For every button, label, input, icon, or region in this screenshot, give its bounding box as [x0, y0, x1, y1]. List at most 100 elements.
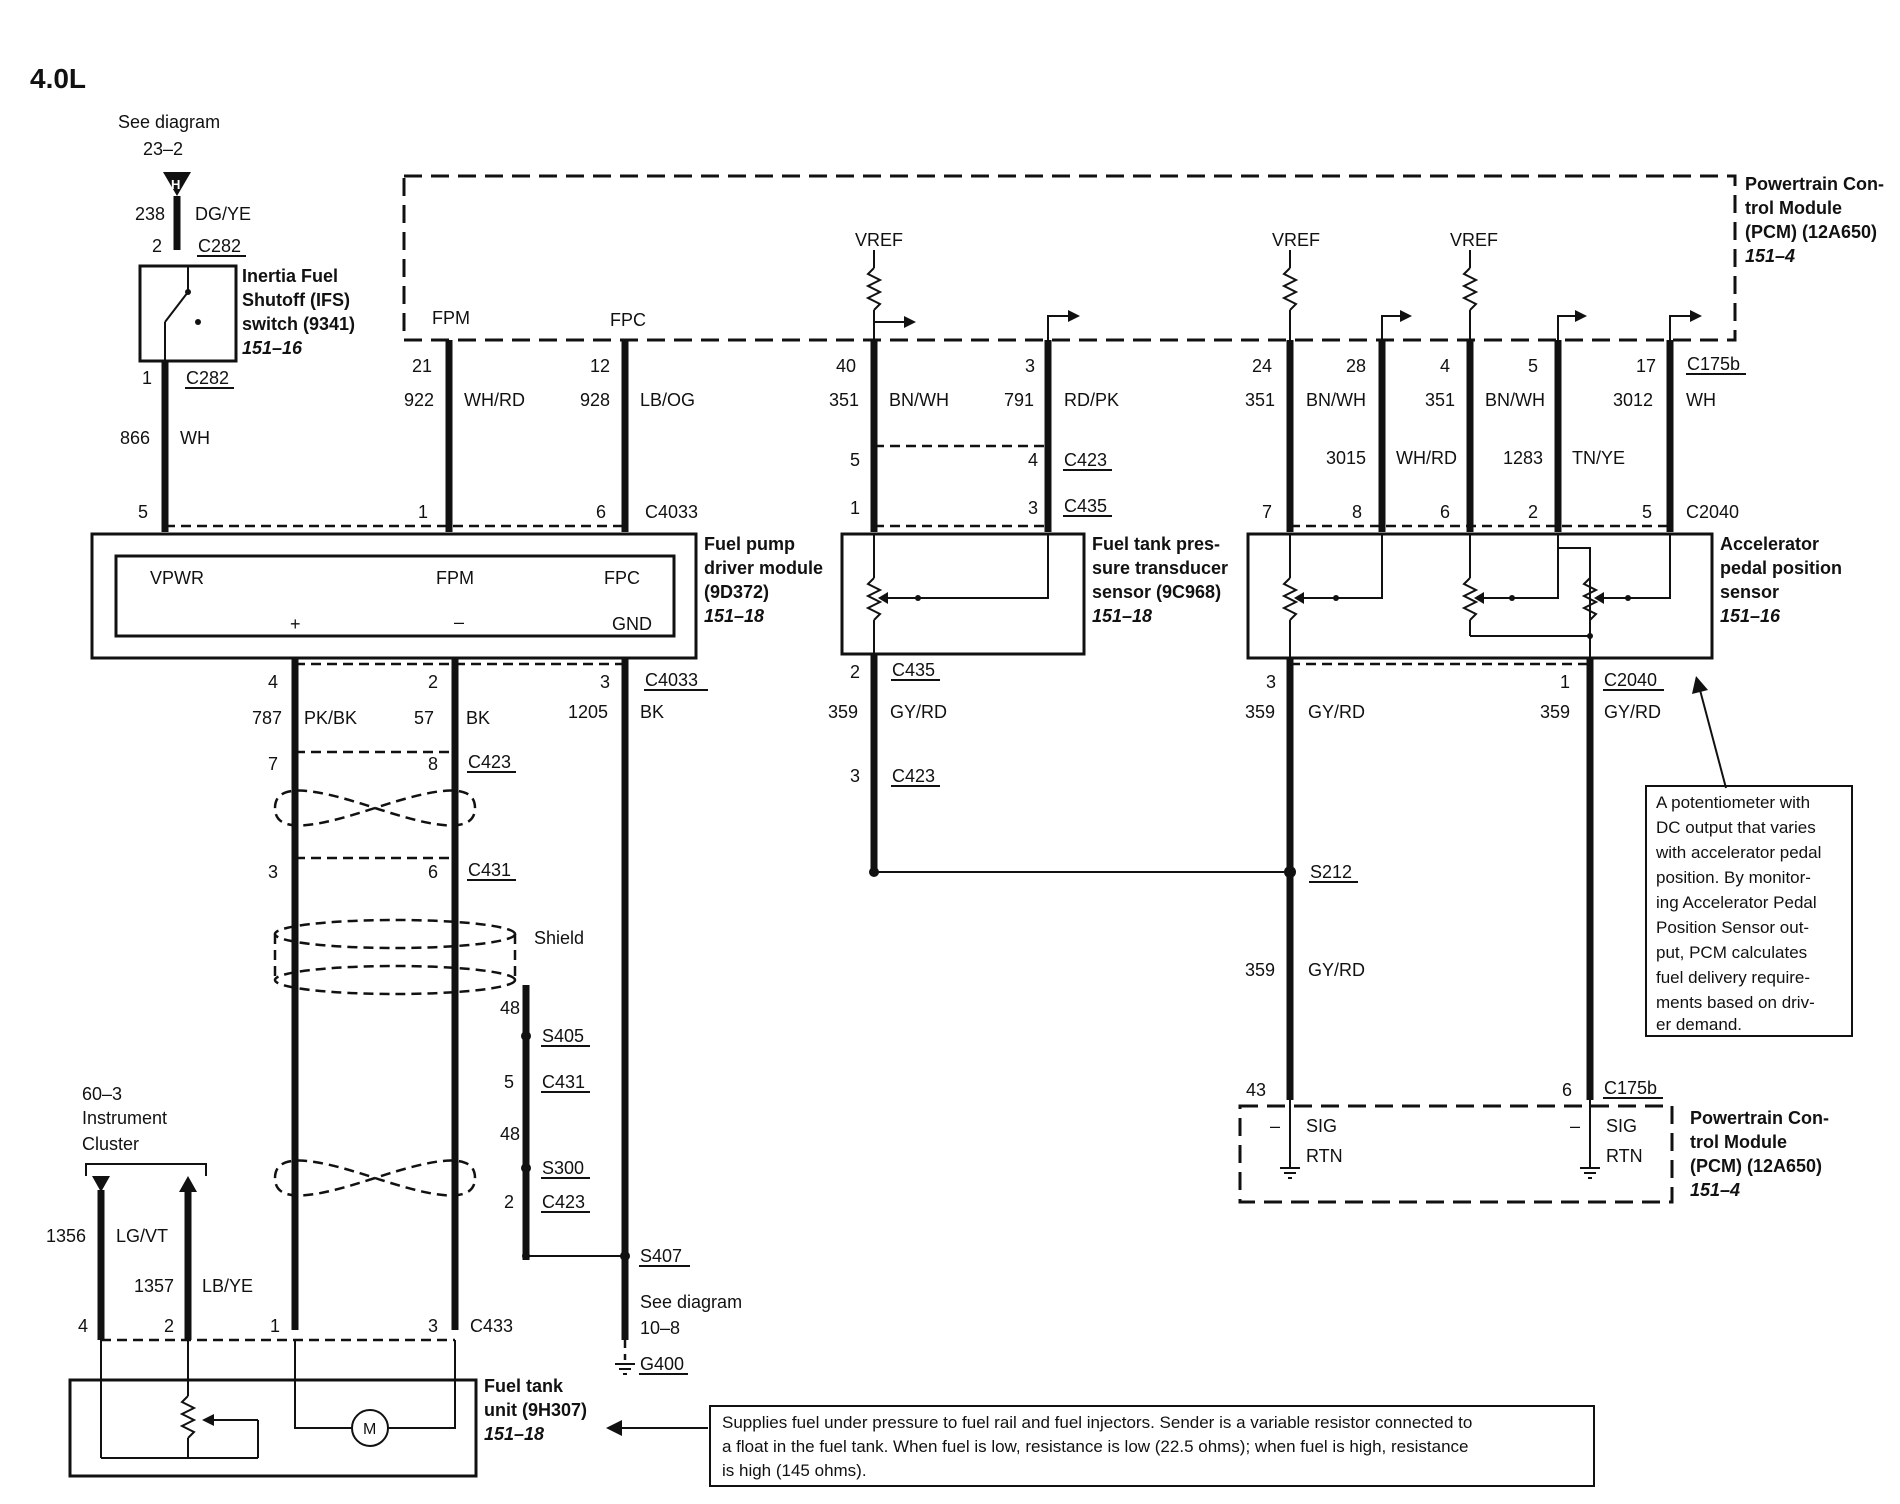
wire-787-color: PK/BK [304, 708, 357, 728]
ifs-see-diagram-ref: 23–2 [143, 139, 183, 159]
pcm-bot-minus-2: – [1570, 1116, 1580, 1136]
ground-see-ref: 10–8 [640, 1318, 680, 1338]
s405-label: S405 [542, 1026, 584, 1046]
ifs-name-3: switch (9341) [242, 314, 355, 334]
wire-791-color: RD/PK [1064, 390, 1119, 410]
apps-pin-1: 1 [1560, 672, 1570, 692]
ftpt-c423-bot: C423 [892, 766, 935, 786]
apps-note-9: er demand. [1656, 1015, 1742, 1034]
motor-label: M [363, 1421, 376, 1438]
wire-928-color: LB/OG [640, 390, 695, 410]
fpdm-pin-6: 6 [596, 502, 606, 522]
fpdm-vpwr: VPWR [150, 568, 204, 588]
wire-1205-num: 1205 [568, 702, 608, 722]
pcm-top-ref: 151–4 [1745, 246, 1795, 266]
c423-fp-label: C423 [468, 752, 511, 772]
wire-359c-num: 359 [1540, 702, 1570, 722]
c431-pin-3: 3 [268, 862, 278, 882]
wire-928-num: 928 [580, 390, 610, 410]
drain-c423: C423 [542, 1192, 585, 1212]
fpdm-fpc: FPC [604, 568, 640, 588]
apps-c2040-bot: C2040 [1604, 670, 1657, 690]
ftpt-pin-3b: 3 [850, 766, 860, 786]
fuel-pump-motor-icon: M [294, 1340, 456, 1447]
tank-ref: 151–18 [484, 1424, 544, 1444]
wire-57-num: 57 [414, 708, 434, 728]
wire-922-num: 922 [404, 390, 434, 410]
c431-pin-6: 6 [428, 862, 438, 882]
fpdm-pin-4: 4 [268, 672, 278, 692]
ftpt-name-1: Fuel tank pres- [1092, 534, 1220, 554]
apps-note-6: put, PCM calculates [1656, 943, 1807, 962]
ftpt-pin-3: 3 [1028, 498, 1038, 518]
ifs-see-diagram: See diagram [118, 112, 220, 132]
connector-h-icon [163, 172, 191, 196]
apps-name-3: sensor [1720, 582, 1779, 602]
pcm-top-name-2: trol Module [1745, 198, 1842, 218]
pin-17: 17 [1636, 356, 1656, 376]
ifs-pin-1: 1 [142, 368, 152, 388]
twisted-pair-2 [273, 1159, 477, 1197]
wire-359a-num: 359 [828, 702, 858, 722]
pin-12: 12 [590, 356, 610, 376]
pcm-bot-sig-2: SIG [1606, 1116, 1637, 1136]
wire-1357-num: 1357 [134, 1276, 174, 1296]
wire-57-color: BK [466, 708, 490, 728]
tank-note-2: a float in the fuel tank. When fuel is l… [722, 1437, 1468, 1456]
c423-pin-8: 8 [428, 754, 438, 774]
pcm-bot-name-1: Powertrain Con- [1690, 1108, 1829, 1128]
ifs-c282-bot: C282 [186, 368, 229, 388]
ifs-name-1: Inertia Fuel [242, 266, 338, 286]
ftpt-pin-2: 2 [850, 662, 860, 682]
twisted-pair-1 [273, 789, 477, 827]
pcm-bot-name-2: trol Module [1690, 1132, 1787, 1152]
wire-351b-color: BN/WH [1306, 390, 1366, 410]
s300-label: S300 [542, 1158, 584, 1178]
arrow-left-icon [606, 1420, 622, 1436]
wire-787-num: 787 [252, 708, 282, 728]
pcm-fpm-label: FPM [432, 308, 470, 328]
pin-3: 3 [1025, 356, 1035, 376]
fuel-tank-box [68, 1378, 478, 1478]
ftpt-box [840, 532, 1086, 656]
switch-blade [164, 291, 189, 323]
c433-pin-4: 4 [78, 1316, 88, 1336]
arrow-up-icon [1692, 676, 1708, 694]
engine-label: 4.0L [30, 63, 86, 94]
apps-note-7: fuel delivery require- [1656, 968, 1810, 987]
wire-3012-color: WH [1686, 390, 1716, 410]
pcm-bot-ref: 151–4 [1690, 1180, 1740, 1200]
pin-24: 24 [1252, 356, 1272, 376]
apps-pin-5: 5 [1642, 502, 1652, 522]
wire-351c-color: BN/WH [1485, 390, 1545, 410]
apps-note-5: Position Sensor out- [1656, 918, 1809, 937]
fpdm-box [90, 532, 698, 660]
tank-note-box [709, 1405, 1595, 1487]
apps-note-4: ing Accelerator Pedal [1656, 893, 1817, 912]
pin-28: 28 [1346, 356, 1366, 376]
pcm-bot-pin-6: 6 [1562, 1080, 1572, 1100]
tank-note-1: Supplies fuel under pressure to fuel rai… [722, 1413, 1472, 1432]
wire-922-color: WH/RD [464, 390, 525, 410]
connector-h-label: H [171, 177, 180, 192]
wire-866-num: 866 [120, 428, 150, 448]
s407-label: S407 [640, 1246, 682, 1266]
apps-note-arrow [1699, 689, 1727, 789]
junction-dot [869, 867, 879, 877]
wire-359d-color: GY/RD [1308, 960, 1365, 980]
vref-resistor-1 [865, 250, 916, 340]
wire-359b-color: GY/RD [1308, 702, 1365, 722]
wire-3012-num: 3012 [1613, 390, 1653, 410]
vref-label-2: VREF [1272, 230, 1320, 250]
pcm-c175b: C175b [1687, 354, 1740, 374]
pcm-fpc-label: FPC [610, 310, 646, 330]
wire-866-color: WH [180, 428, 210, 448]
fpdm-plus: + [290, 614, 301, 634]
s405-dot [521, 1031, 531, 1041]
wire-3015-num: 3015 [1326, 448, 1366, 468]
wire-238-color: DG/YE [195, 204, 251, 224]
g400-label: G400 [640, 1354, 684, 1374]
apps-c2040-top: C2040 [1686, 502, 1739, 522]
apps-pin-3: 3 [1266, 672, 1276, 692]
